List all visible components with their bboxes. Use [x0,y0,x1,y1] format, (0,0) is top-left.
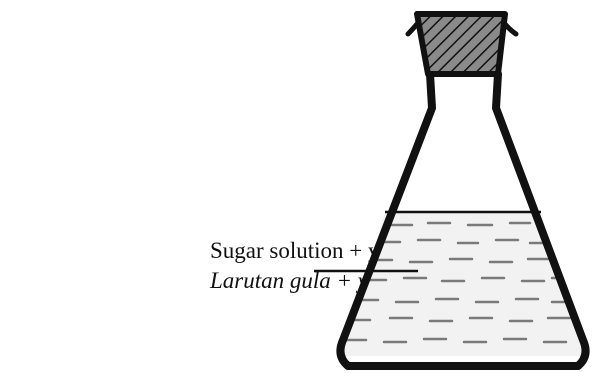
stopper [405,11,519,77]
flask-outline [336,70,590,370]
liquid [342,210,584,356]
